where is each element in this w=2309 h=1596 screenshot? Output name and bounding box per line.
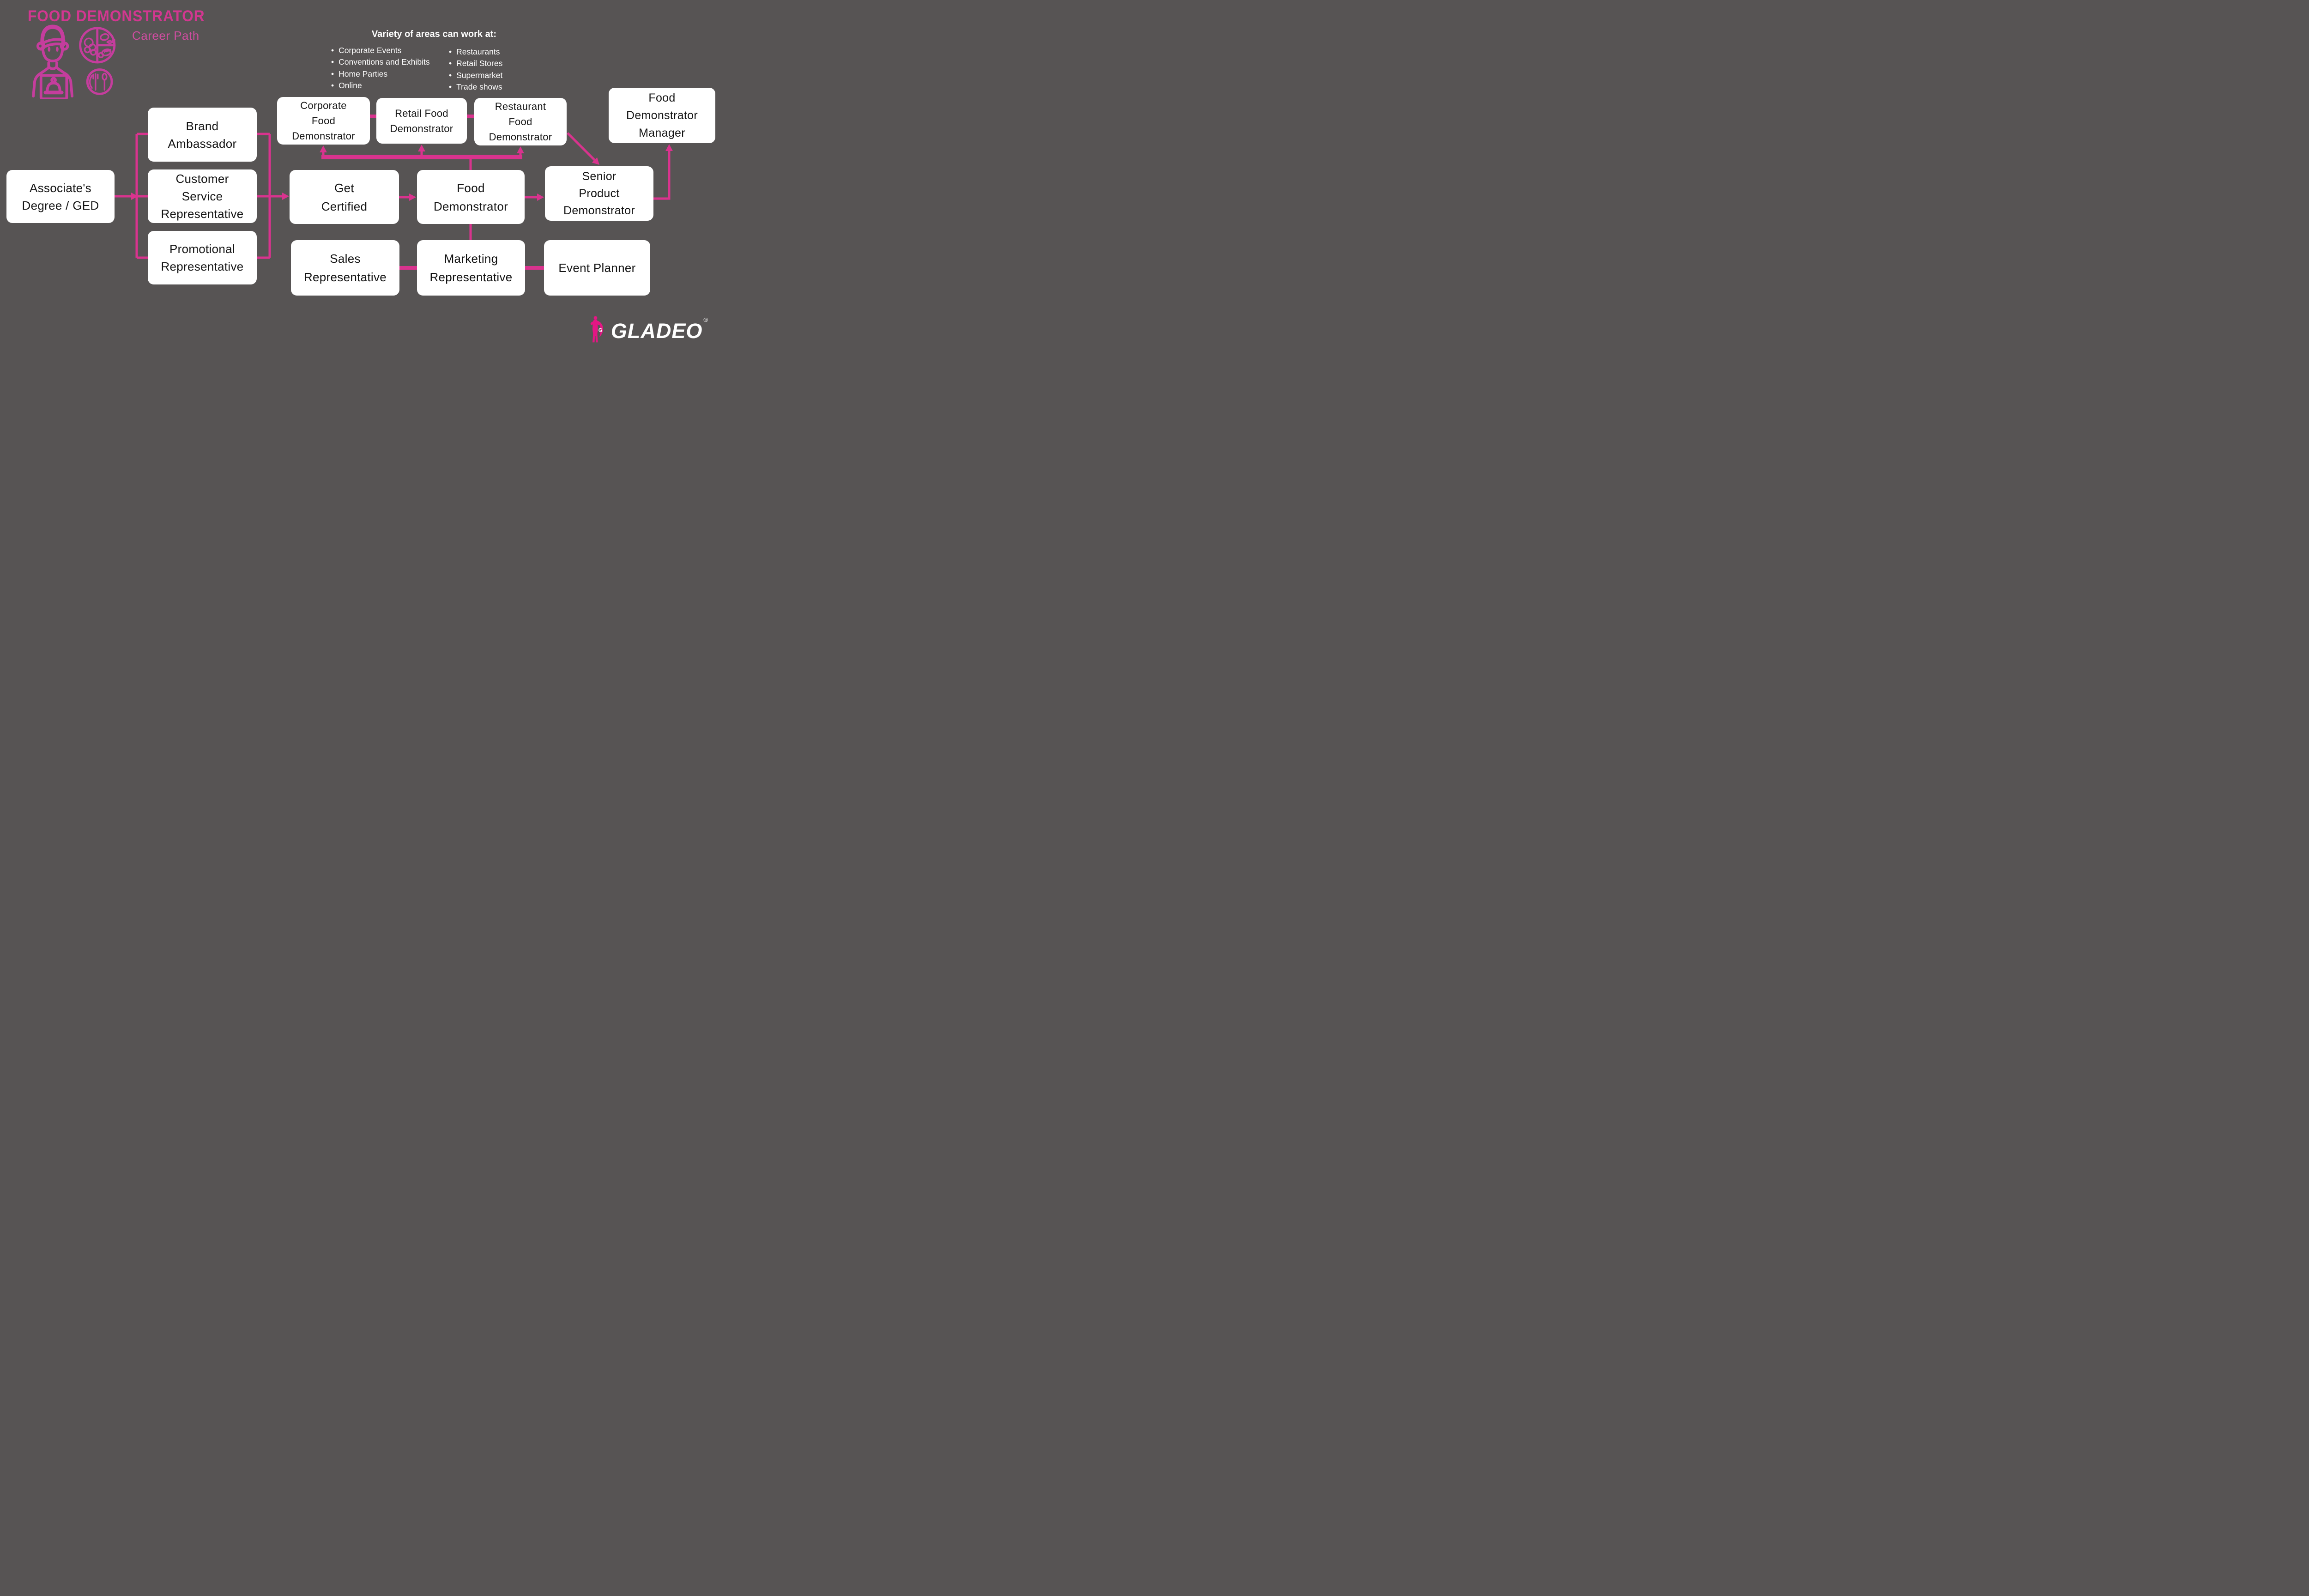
work-area-item: Home Parties: [331, 68, 430, 80]
work-area-item: Conventions and Exhibits: [331, 56, 429, 68]
connector-arrow-up-restaurant: [517, 146, 524, 157]
node-label: Get Certified: [321, 181, 368, 213]
connector-associates-to-bracket: [115, 193, 138, 200]
node-brand-ambassador: Brand Ambassador: [148, 108, 257, 162]
node-label: Corporate Food Demonstrator: [292, 100, 355, 142]
node-sales-representative: Sales Representative: [291, 240, 399, 296]
work-areas-heading: Variety of areas can work at:: [371, 29, 497, 39]
node-label: Restaurant Food Demonstrator: [489, 101, 552, 143]
node-label: Retail Food Demonstrator: [390, 107, 453, 134]
node-senior-product-demonstrator: Senior Product Demonstrator: [545, 166, 653, 221]
gladeo-superhero-icon: G: [590, 316, 603, 343]
arrowhead: [517, 146, 524, 153]
node-label: Marketing Representative: [429, 252, 513, 284]
arrowhead: [418, 145, 425, 151]
node-event-planner: Event Planner: [544, 240, 650, 296]
registered-mark: ®: [703, 316, 708, 323]
node-customer-service-representative: Customer Service Representative: [148, 169, 257, 223]
node-corporate-food-demonstrator: Corporate Food Demonstrator: [277, 97, 370, 145]
connector-senior-to-manager: [653, 144, 673, 200]
work-area-item: Supermarket: [449, 70, 502, 81]
arrowhead: [409, 193, 416, 201]
work-area-item: Trade shows: [449, 81, 502, 93]
work-areas-list-left: Corporate EventsConventions and Exhibits…: [331, 45, 430, 91]
node-food-demonstrator-manager: Food Demonstrator Manager: [609, 88, 715, 143]
node-label: Senior Product Demonstrator: [563, 169, 635, 217]
connector-arrow-up-retail: [418, 145, 425, 157]
arrowhead: [282, 193, 289, 200]
work-areas-list-right: RestaurantsRetail StoresSupermarketTrade…: [449, 46, 502, 93]
node-label: Food Demonstrator Manager: [626, 91, 698, 139]
connector-food-demonstrator-to-senior: [525, 193, 544, 201]
arrowhead: [592, 157, 599, 165]
node-restaurant-food-demonstrator: Restaurant Food Demonstrator: [474, 98, 567, 145]
node-label: Customer Service Representative: [161, 172, 244, 221]
gladeo-logo: G GLADEO®: [589, 316, 708, 344]
food-demonstrator-icon: [32, 24, 116, 99]
node-retail-food-demonstrator: Retail Food Demonstrator: [376, 98, 467, 144]
node-get-certified: Get Certified: [290, 170, 399, 224]
food-plate-icon: [79, 27, 116, 64]
page-title: FOOD DEMONSTRATOR: [28, 7, 205, 25]
work-area-item: Online: [331, 80, 430, 91]
gladeo-brand-text: GLADEO: [610, 319, 703, 343]
node-label: Brand Ambassador: [168, 119, 237, 151]
node-marketing-representative: Marketing Representative: [417, 240, 525, 296]
node-label: Associate's Degree / GED: [22, 181, 99, 212]
node-associates-degree-ged: Associate's Degree / GED: [6, 170, 115, 223]
node-label: Event Planner: [558, 261, 636, 275]
connector-restaurant-to-senior-diagonal: [567, 132, 599, 165]
connector-arrow-up-corporate: [320, 145, 327, 157]
arrowhead: [665, 144, 673, 151]
connector-get-certified-to-food-demonstrator: [399, 193, 416, 201]
work-area-item: Corporate Events: [331, 45, 430, 56]
work-area-item: Restaurants: [449, 46, 502, 58]
node-label: Promotional Representative: [161, 242, 244, 273]
node-food-demonstrator: Food Demonstrator: [417, 170, 525, 224]
arrowhead: [131, 193, 138, 200]
node-label: Food Demonstrator: [433, 181, 508, 213]
arrowhead: [320, 145, 327, 152]
person-with-sign-icon: [32, 24, 74, 99]
cutlery-plate-icon: [86, 68, 113, 95]
node-label: Sales Representative: [303, 252, 387, 284]
career-path-infographic: FOOD DEMONSTRATOR Career Path: [0, 0, 724, 362]
work-area-item: Retail Stores: [449, 58, 502, 69]
gladeo-wordmark: GLADEO®: [610, 316, 708, 344]
cape-letter: G: [598, 327, 603, 333]
page-subtitle: Career Path: [132, 29, 199, 42]
node-promotional-representative: Promotional Representative: [148, 231, 257, 284]
arrowhead: [537, 193, 544, 201]
